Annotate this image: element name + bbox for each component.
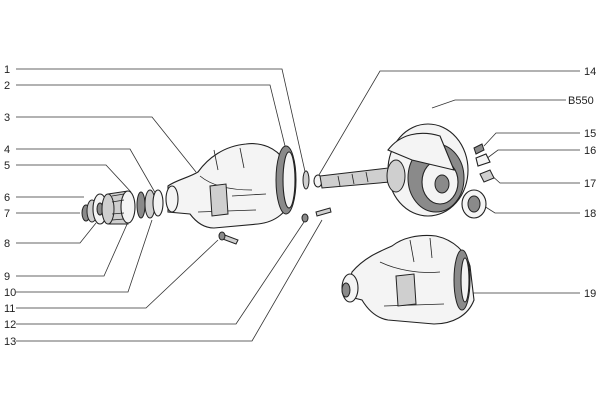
callout-3[interactable]: 3 <box>4 112 10 124</box>
callout-14[interactable]: 14 <box>584 66 596 78</box>
callout-10[interactable]: 10 <box>4 287 16 299</box>
pinion-bearing-stack[interactable] <box>81 189 164 225</box>
leader-17 <box>489 173 580 184</box>
callout-9[interactable]: 9 <box>4 271 10 283</box>
differential-cage[interactable] <box>386 123 469 217</box>
callout-15[interactable]: 15 <box>584 128 596 140</box>
differential-housing[interactable] <box>165 143 310 229</box>
callout-19[interactable]: 19 <box>584 288 596 300</box>
callout-7[interactable]: 7 <box>4 208 10 220</box>
callout-5[interactable]: 5 <box>4 160 10 172</box>
leader-11 <box>16 239 219 309</box>
callout-2[interactable]: 2 <box>4 80 10 92</box>
washer-12 <box>301 213 309 223</box>
small-parts[interactable] <box>461 143 495 219</box>
leader-10 <box>16 219 153 293</box>
leader-b550 <box>431 99 566 109</box>
callout-4[interactable]: 4 <box>4 144 10 156</box>
leader-4 <box>16 148 158 197</box>
callout-18[interactable]: 18 <box>584 208 596 220</box>
leader-2 <box>16 84 287 151</box>
callout-17[interactable]: 17 <box>584 178 596 190</box>
leader-16 <box>485 149 580 160</box>
assembled-differential[interactable] <box>341 234 475 325</box>
leader-lines-right <box>315 70 580 294</box>
drawing-code-label: B550 <box>568 95 594 107</box>
leader-15 <box>483 132 580 147</box>
callout-1[interactable]: 1 <box>4 64 10 76</box>
leader-1 <box>16 68 307 177</box>
bolt-15 <box>473 143 485 155</box>
leader-13 <box>16 219 323 342</box>
callout-12[interactable]: 12 <box>4 319 16 331</box>
callout-11[interactable]: 11 <box>4 303 15 315</box>
leader-19 <box>457 287 580 294</box>
clip-16 <box>475 153 491 167</box>
leader-9 <box>16 221 129 277</box>
leader-8 <box>16 222 97 244</box>
plate-17 <box>479 169 495 183</box>
bolt-13 <box>315 207 332 217</box>
fasteners[interactable] <box>218 207 332 245</box>
leader-12 <box>16 221 305 325</box>
callout-13[interactable]: 13 <box>4 336 16 348</box>
axle-shaft[interactable] <box>313 167 391 189</box>
leader-3 <box>16 116 197 173</box>
callout-8[interactable]: 8 <box>4 238 10 250</box>
leader-14 <box>315 70 580 181</box>
seal-ring <box>302 170 310 190</box>
callout-6[interactable]: 6 <box>4 192 10 204</box>
leader-lines-left <box>16 68 323 342</box>
leader-18 <box>483 205 580 214</box>
pinion-spacer <box>136 191 146 219</box>
callout-16[interactable]: 16 <box>584 145 596 157</box>
leader-5 <box>16 164 132 193</box>
